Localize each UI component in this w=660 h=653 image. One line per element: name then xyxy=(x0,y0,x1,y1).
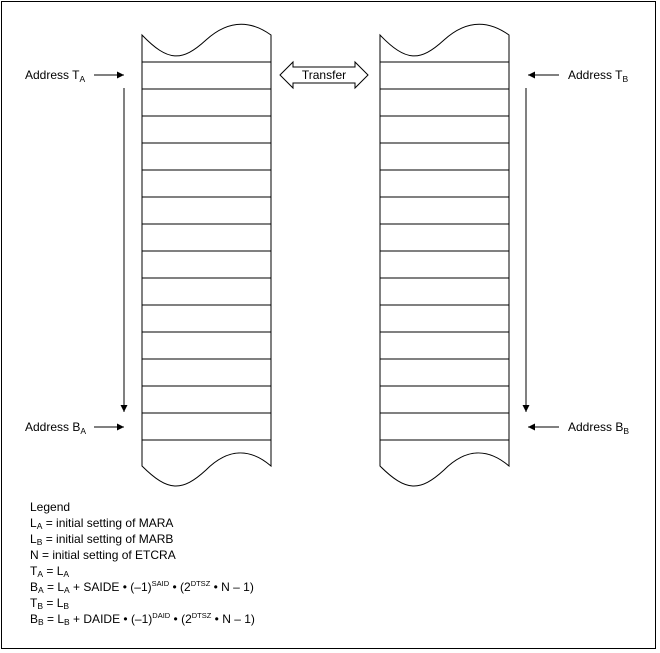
memory-block-a-outline xyxy=(141,23,272,487)
legend-ta: TA = LA xyxy=(30,564,70,579)
address-bb-label: Address BB xyxy=(568,420,629,436)
address-ba-label: Address BA xyxy=(25,420,86,436)
address-ta-label: Address TA xyxy=(25,68,85,84)
memory-block-a xyxy=(141,23,272,487)
legend-lb: LB = initial setting of MARB xyxy=(30,532,174,547)
legend-bb: BB = LB + DAIDE • (–1)DAID • (2DTSZ • N … xyxy=(30,611,255,627)
legend: Legend LA = initial setting of MARA LB =… xyxy=(30,499,255,627)
memory-block-b-outline xyxy=(379,23,510,487)
memory-block-b-rows xyxy=(380,61,509,441)
memory-block-b xyxy=(379,23,510,487)
legend-title: Legend xyxy=(30,500,71,514)
memory-block-a-rows xyxy=(142,61,271,441)
transfer-arrow: Transfer xyxy=(279,60,369,90)
transfer-label: Transfer xyxy=(302,68,346,82)
legend-tb: TB = LB xyxy=(30,596,70,611)
legend-n: N = initial setting of ETCRA xyxy=(30,548,176,562)
address-tb-label: Address TB xyxy=(568,68,628,84)
legend-la: LA = initial setting of MARA xyxy=(30,516,174,531)
legend-ba: BA = LA + SAIDE • (–1)SAID • (2DTSZ • N … xyxy=(30,579,254,595)
